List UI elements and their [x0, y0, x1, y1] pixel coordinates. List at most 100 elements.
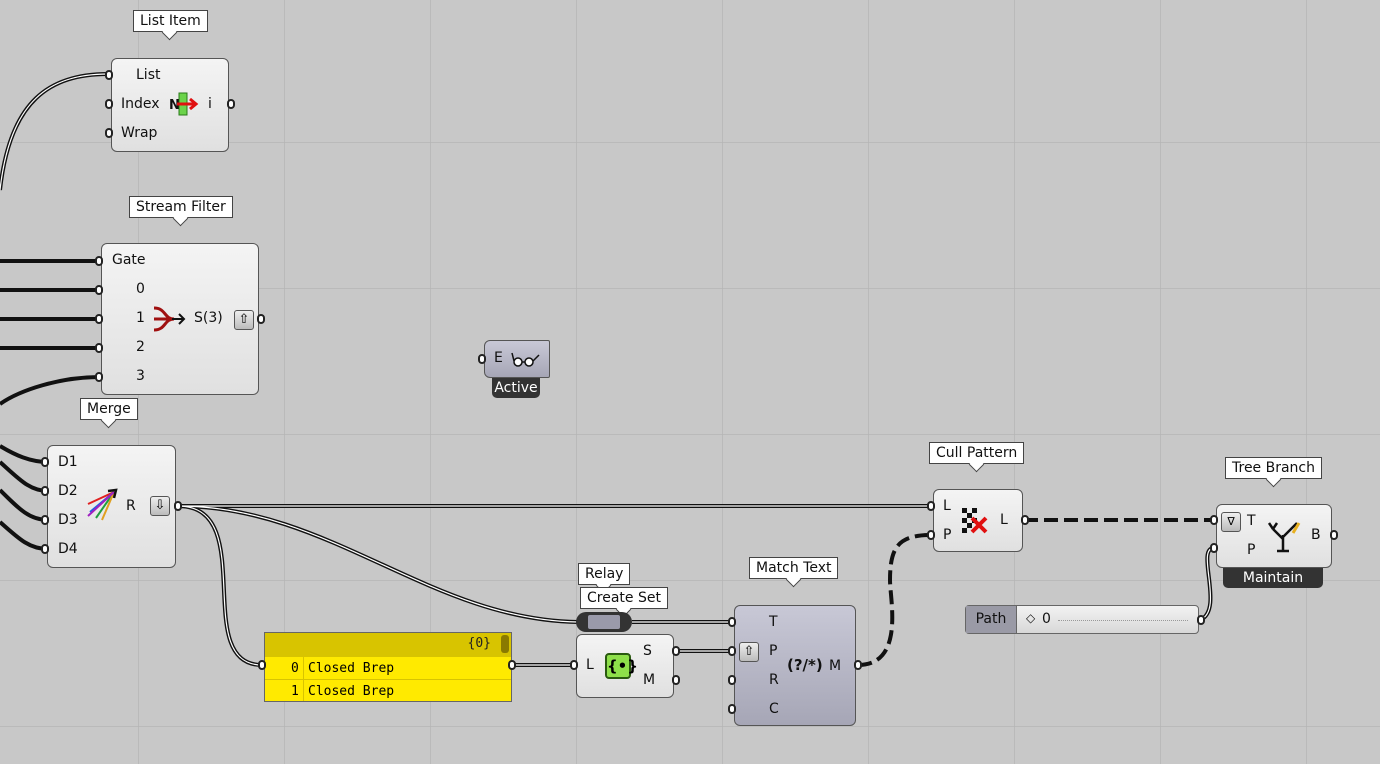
list-item-output-i[interactable]: i [208, 96, 212, 112]
stream-filter-grip-3[interactable] [95, 372, 103, 382]
path-parameter-grip-output[interactable] [1197, 615, 1205, 625]
panel-header [265, 633, 511, 657]
match-text-output-m[interactable]: M [829, 658, 842, 674]
panel-scrollbar[interactable] [501, 635, 509, 653]
path-parameter-label: Path [966, 606, 1017, 633]
merge-input-d3[interactable]: D3 [58, 512, 78, 528]
panel-grip-input[interactable] [258, 660, 266, 670]
match-text-grip-c[interactable] [728, 704, 736, 714]
tooltip-create-set: Create Set [580, 587, 668, 609]
tooltip-stream-filter: Stream Filter [129, 196, 233, 218]
svg-text:N: N [169, 98, 180, 113]
path-parameter[interactable]: Path ◇ 0 [965, 605, 1199, 634]
create-set-output-s[interactable]: S [643, 643, 652, 659]
tree-branch-input-p[interactable]: P [1247, 542, 1256, 558]
match-text-icon: (?/*) [787, 656, 823, 674]
text-panel[interactable]: {0} 0 Closed Brep 1 Closed Brep [264, 632, 512, 702]
tree-branch-grip-t[interactable] [1210, 515, 1218, 525]
match-text-grip-t[interactable] [728, 617, 736, 627]
tooltip-list-item: List Item [133, 10, 208, 32]
cull-pattern-input-p[interactable]: P [943, 527, 952, 543]
stream-filter-grip-1[interactable] [95, 314, 103, 324]
stream-filter-grip-gate[interactable] [95, 256, 103, 266]
list-item-input-list[interactable]: List [136, 67, 161, 83]
tree-branch-component[interactable]: ∇ T P B [1216, 504, 1332, 568]
match-text-grip-p[interactable] [728, 646, 736, 656]
match-text-grip-output[interactable] [854, 660, 862, 670]
tree-branch-filter-icon[interactable]: ∇ [1221, 512, 1241, 532]
create-set-input-l[interactable]: L [586, 657, 594, 673]
cull-pattern-grip-l[interactable] [927, 501, 935, 511]
wire-merge-to-relay [177, 504, 579, 624]
cull-pattern-component[interactable]: L P L [933, 489, 1023, 552]
list-item-grip-list[interactable] [105, 70, 113, 80]
merge-grip-d4[interactable] [41, 544, 49, 554]
merge-input-d4[interactable]: D4 [58, 541, 78, 557]
panel-grip-output[interactable] [508, 660, 516, 670]
list-item-grip-output[interactable] [227, 99, 235, 109]
stream-filter-component[interactable]: Gate 0 1 2 3 S(3) ⇧ [101, 243, 259, 395]
stream-filter-input-2[interactable]: 2 [136, 339, 145, 355]
match-text-input-t[interactable]: T [769, 614, 778, 630]
match-text-up-arrow-icon[interactable]: ⇧ [739, 642, 759, 662]
cull-pattern-grip-output[interactable] [1021, 515, 1029, 525]
relay-component[interactable] [576, 612, 632, 632]
stream-filter-up-arrow-icon[interactable]: ⇧ [234, 310, 254, 330]
wire-to-list [0, 72, 109, 191]
stream-filter-output[interactable]: S(3) [194, 310, 223, 326]
merge-output-r[interactable]: R [126, 498, 136, 514]
stream-filter-input-3[interactable]: 3 [136, 368, 145, 384]
list-item-grip-index[interactable] [105, 99, 113, 109]
create-set-output-m[interactable]: M [643, 672, 656, 688]
merge-icon [86, 488, 120, 526]
expression-input-e[interactable]: E [494, 350, 503, 366]
create-set-grip-m[interactable] [672, 675, 680, 685]
tooltip-tree-branch: Tree Branch [1225, 457, 1323, 479]
merge-grip-d1[interactable] [41, 457, 49, 467]
stream-filter-grip-output[interactable] [257, 314, 265, 324]
panel-row-1-value: Closed Brep [308, 684, 395, 699]
path-parameter-track[interactable] [1058, 620, 1188, 622]
merge-component[interactable]: D1 D2 D3 D4 R ⇩ [47, 445, 176, 568]
match-text-input-p[interactable]: P [769, 643, 778, 659]
cull-pattern-output-l[interactable]: L [1000, 512, 1008, 528]
merge-grip-output[interactable] [174, 501, 182, 511]
stream-filter-grip-2[interactable] [95, 343, 103, 353]
expression-grip-e[interactable] [478, 354, 486, 364]
tree-branch-output-b[interactable]: B [1311, 527, 1321, 543]
match-text-input-r[interactable]: R [769, 672, 779, 688]
stream-filter-input-gate[interactable]: Gate [112, 252, 146, 268]
cull-pattern-grip-p[interactable] [927, 530, 935, 540]
stream-filter-input-1[interactable]: 1 [136, 310, 145, 326]
panel-path-label: {0} [467, 636, 491, 651]
stream-filter-input-0[interactable]: 0 [136, 281, 145, 297]
tree-branch-grip-output[interactable] [1330, 530, 1338, 540]
merge-grip-d3[interactable] [41, 515, 49, 525]
list-item-input-wrap[interactable]: Wrap [121, 125, 158, 141]
merge-grip-d2[interactable] [41, 486, 49, 496]
path-parameter-value[interactable]: 0 [1042, 611, 1051, 627]
match-text-grip-r[interactable] [728, 675, 736, 685]
tree-branch-badge-maintain: Maintain [1223, 568, 1323, 588]
stream-filter-grip-0[interactable] [95, 285, 103, 295]
match-text-input-c[interactable]: C [769, 701, 779, 717]
list-item-input-index[interactable]: Index [121, 96, 160, 112]
list-item-component[interactable]: List Index Wrap N i [111, 58, 229, 152]
create-set-component[interactable]: L {•} S M [576, 634, 674, 698]
tooltip-cull-pattern: Cull Pattern [929, 442, 1025, 464]
create-set-grip-l[interactable] [570, 660, 578, 670]
wire-to-d3 [0, 488, 49, 522]
expression-component[interactable]: E [484, 340, 550, 378]
expression-badge-active: Active [492, 378, 540, 398]
create-set-icon: {•} [605, 653, 638, 679]
list-item-grip-wrap[interactable] [105, 128, 113, 138]
merge-down-arrow-icon[interactable]: ⇩ [150, 496, 170, 516]
create-set-grip-s[interactable] [672, 646, 680, 656]
tree-branch-grip-p[interactable] [1210, 543, 1218, 553]
tree-icon [1267, 521, 1301, 557]
cull-pattern-input-l[interactable]: L [943, 498, 951, 514]
match-text-component[interactable]: T ⇧ P R C (?/*) M [734, 605, 856, 726]
merge-input-d2[interactable]: D2 [58, 483, 78, 499]
tree-branch-input-t[interactable]: T [1247, 513, 1256, 529]
merge-input-d1[interactable]: D1 [58, 454, 78, 470]
